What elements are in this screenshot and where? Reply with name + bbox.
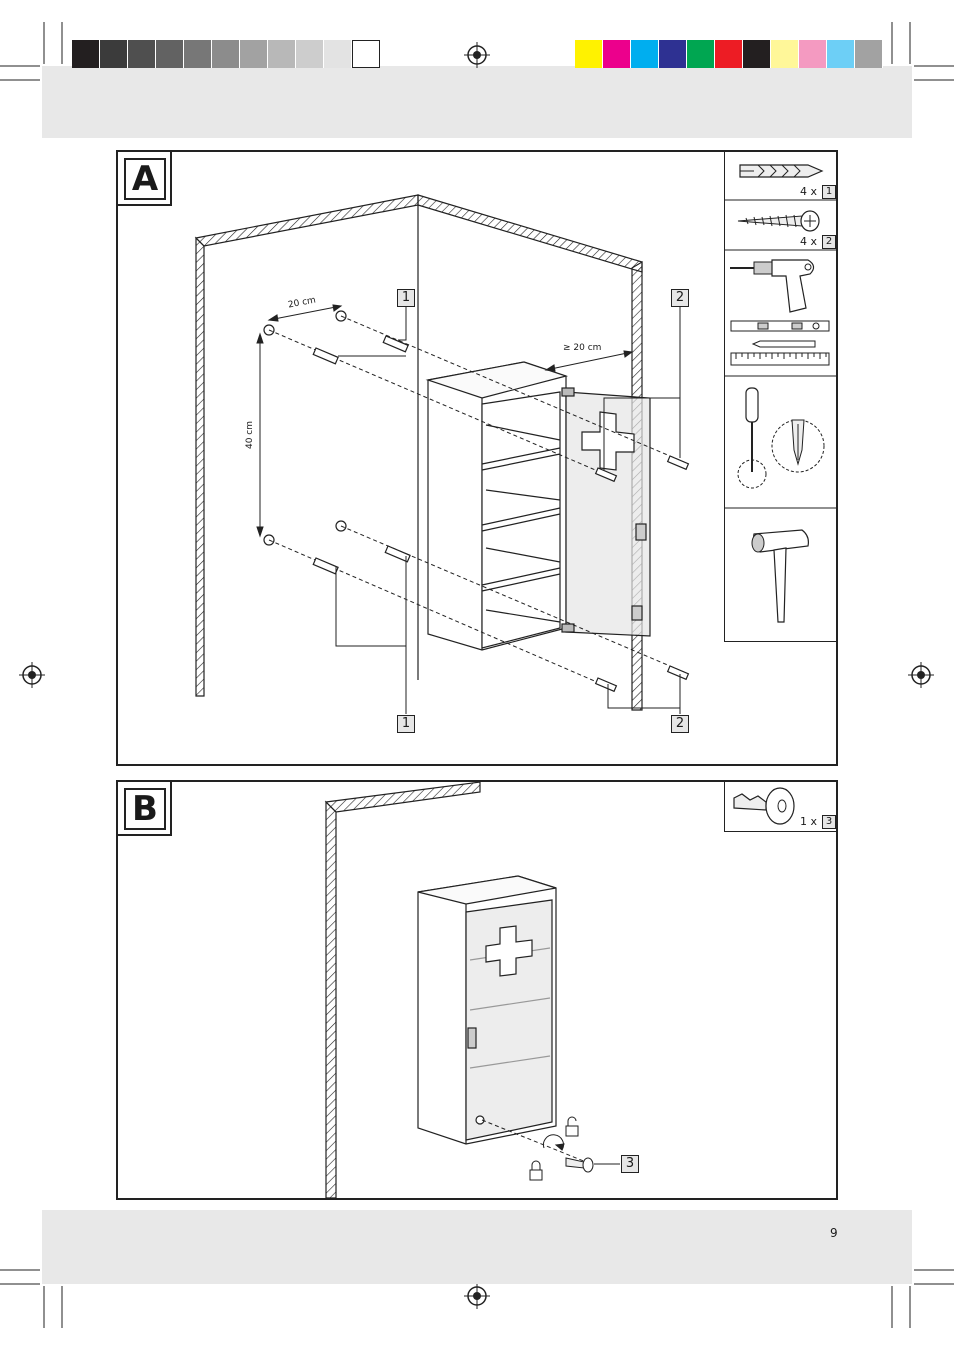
key-icon xyxy=(732,786,796,826)
key-ref: 3 xyxy=(822,815,836,829)
callout-key: 3 xyxy=(621,1155,639,1173)
cabinet-closed xyxy=(418,876,556,1144)
bottom-band xyxy=(42,1210,912,1284)
key-quantity: 1 x xyxy=(800,815,817,828)
page-number: 9 xyxy=(830,1226,838,1240)
key-small xyxy=(566,1158,593,1172)
